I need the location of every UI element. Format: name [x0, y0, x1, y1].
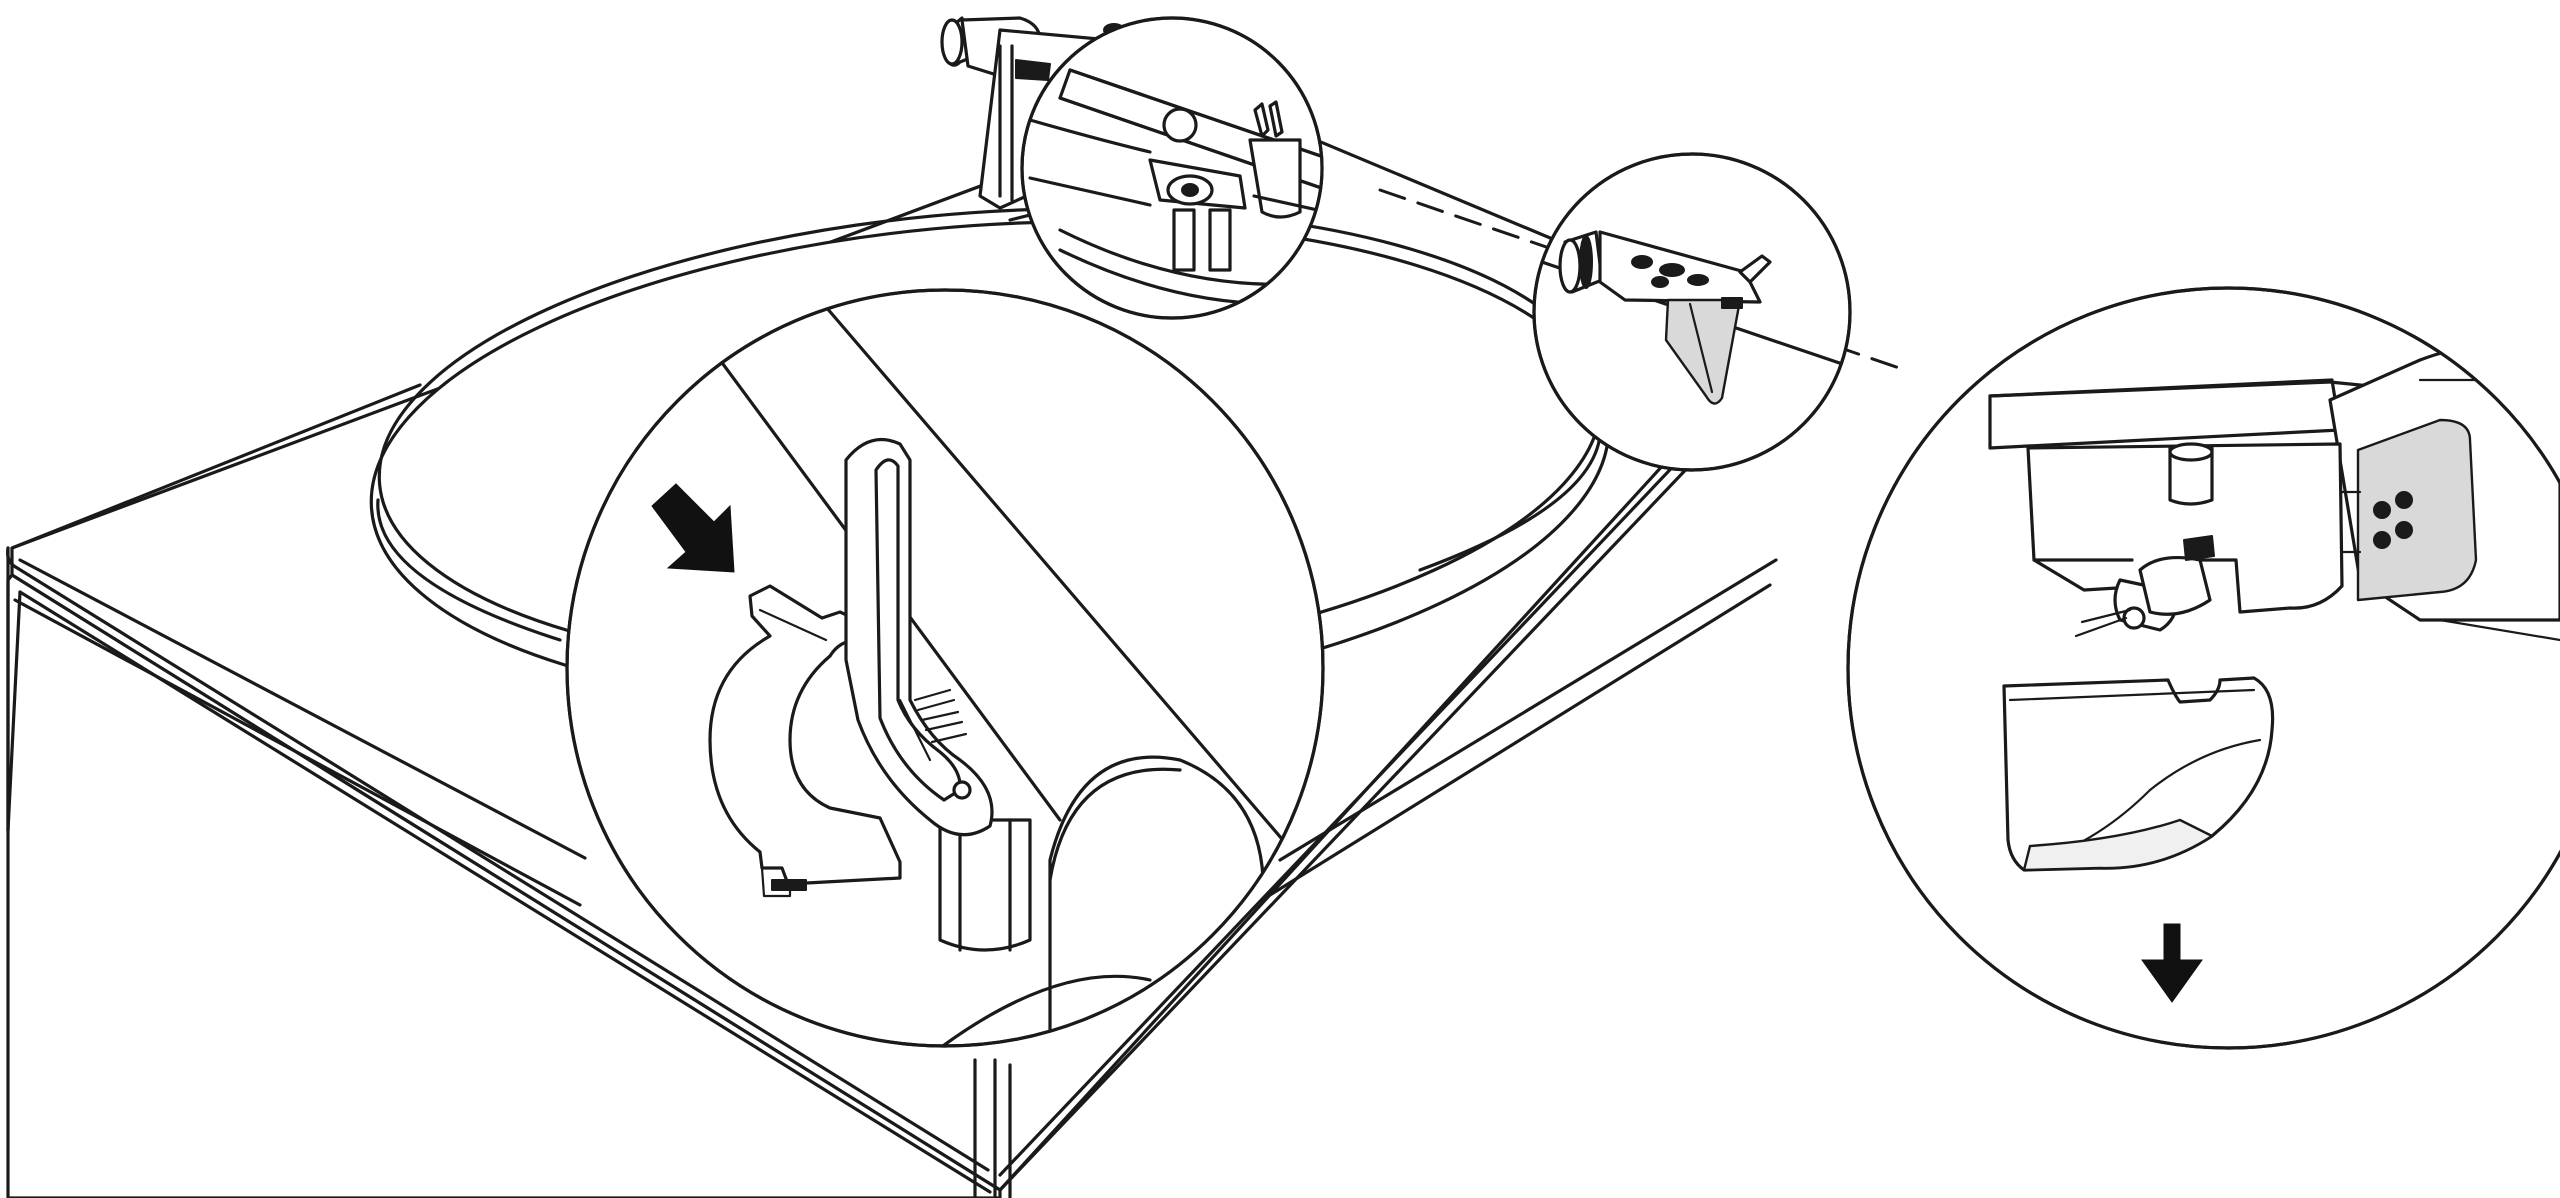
detail-circle-armrest — [1020, 16, 1324, 320]
arrow-press-lever-icon — [651, 483, 735, 573]
detail-circle-cartridge — [1846, 286, 2560, 1050]
arrow-remove-guard-icon — [2141, 923, 2203, 1003]
detail-circle-headshell — [1532, 152, 1852, 472]
